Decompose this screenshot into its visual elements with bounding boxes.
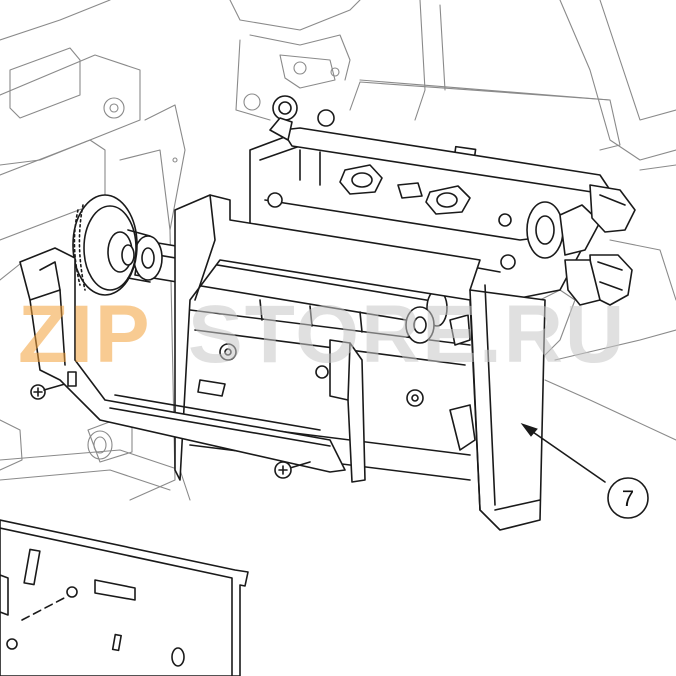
callout-7: 7	[520, 423, 649, 519]
watermark: ZIP STORE.RU	[18, 289, 626, 380]
frame-screw-bottom	[274, 461, 311, 479]
callout-circle	[607, 477, 649, 519]
printer-frame-background	[0, 0, 676, 501]
watermark-text-store: STORE.RU	[188, 289, 626, 380]
callout-arrowhead	[520, 423, 538, 437]
left-side-bushing	[0, 417, 133, 471]
bottom-cover-panel	[0, 519, 249, 676]
drive-gear	[72, 194, 151, 296]
watermark-text-zip: ZIP	[18, 289, 152, 380]
right-lever-assembly	[526, 184, 636, 306]
callout-label: 7	[622, 486, 634, 511]
front-tear-plate	[19, 247, 366, 483]
